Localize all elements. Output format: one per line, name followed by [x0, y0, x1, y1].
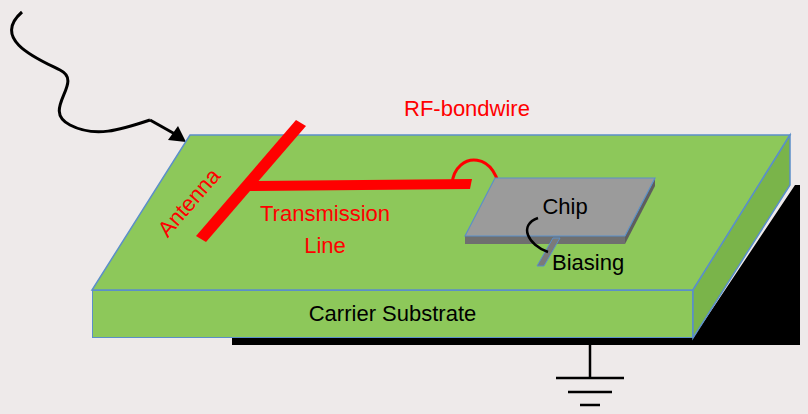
- ground-wire: [589, 345, 592, 378]
- ground-symbol: [556, 377, 624, 380]
- biasing-label: Biasing: [552, 250, 624, 275]
- transmission-line: [246, 179, 472, 191]
- chip-front: [465, 236, 625, 244]
- biasing-wire: [527, 218, 548, 252]
- ground-symbol: [568, 391, 612, 394]
- wave: [12, 12, 150, 132]
- chip-top: [465, 178, 655, 236]
- substrate-top: [92, 135, 790, 290]
- substrate-side: [693, 135, 790, 338]
- chip-box: Chip: [510, 190, 620, 224]
- wave-arrowhead: [168, 126, 186, 142]
- node-text: Carrier Substrate: [309, 301, 477, 327]
- node-text: Chip: [542, 194, 587, 220]
- bondwire-label: RF-bondwire: [404, 96, 530, 121]
- substrate-front: Carrier Substrate: [92, 290, 693, 338]
- ground-symbol: [580, 404, 600, 407]
- line-label: Transmission Line: [240, 198, 410, 262]
